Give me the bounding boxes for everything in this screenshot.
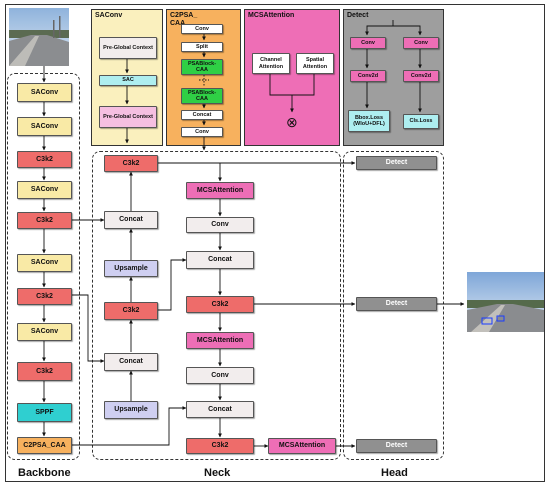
detect-conv2d-left: Conv2d <box>350 70 386 82</box>
neck-upsample-2: Upsample <box>104 401 158 419</box>
mcs-panel-title: MCSAttention <box>248 12 295 19</box>
backbone-c3k2-3: C3k2 <box>17 288 72 305</box>
multiply-icon: ⊗ <box>286 114 298 130</box>
neck-c3k2-top: C3k2 <box>104 155 158 172</box>
neck-c3k2-mid: C3k2 <box>186 296 254 313</box>
neck-conv-1: Conv <box>186 217 254 233</box>
saconv-detail-panel: SAConv Pre-Global Context SAC Pre-Global… <box>91 9 163 146</box>
backbone-saconv-2: SAConv <box>17 117 72 136</box>
input-road-image <box>9 8 69 66</box>
mcsattention-detail-panel: MCSAttention Channel Attention Spatial A… <box>244 9 340 146</box>
backbone-c3k2-1: C3k2 <box>17 151 72 168</box>
neck-concat-left-1: Concat <box>104 211 158 229</box>
backbone-saconv-5: SAConv <box>17 323 72 341</box>
pre-global-context-2: Pre-Global Context <box>99 106 157 128</box>
c2psa-conv-1: Conv <box>181 24 223 34</box>
psablock-caa-2: PSABlock-CAA <box>181 88 223 104</box>
backbone-saconv-4: SAConv <box>17 254 72 272</box>
figure-frame <box>5 4 545 482</box>
detect-detail-panel: Detect Conv Conv Conv2d Conv2d Bbox.Loss… <box>343 9 444 146</box>
backbone-dashed-region <box>7 73 80 460</box>
neck-concat-right-1: Concat <box>186 251 254 269</box>
detect-conv-left: Conv <box>350 37 386 49</box>
neck-upsample-1: Upsample <box>104 260 158 277</box>
neck-concat-left-2: Concat <box>104 353 158 371</box>
backbone-label: Backbone <box>18 467 71 479</box>
neck-conv-2: Conv <box>186 367 254 384</box>
detect-panel-title: Detect <box>347 12 369 19</box>
channel-attention: Channel Attention <box>252 53 290 74</box>
detect-conv-right: Conv <box>403 37 439 49</box>
backbone-sppf: SPPF <box>17 403 72 422</box>
pre-global-context-1: Pre-Global Context <box>99 37 157 59</box>
neck-label: Neck <box>204 467 231 479</box>
c2psa-concat: Concat <box>181 110 223 120</box>
c2psa-conv-2: Conv <box>181 127 223 137</box>
cls-loss: Cls.Loss <box>403 114 439 129</box>
neck-mcsattention-2: MCSAttention <box>186 332 254 349</box>
spatial-attention: Spatial Attention <box>296 53 334 74</box>
head-detect-1: Detect <box>356 156 437 170</box>
c2psa-panel-title: C2PSA_ CAA <box>170 12 198 27</box>
neck-c3k2-bottom: C3k2 <box>186 438 254 454</box>
backbone-c2psa-caa: C2PSA_CAA <box>17 437 72 454</box>
head-label: Head <box>381 467 408 479</box>
c2psa-split: Split <box>181 42 223 52</box>
psablock-caa-1: PSABlock-CAA <box>181 59 223 75</box>
backbone-saconv-1: SAConv <box>17 83 72 102</box>
head-dashed-region <box>343 151 444 460</box>
saconv-panel-title: SAConv <box>95 12 123 19</box>
neck-dashed-region <box>92 151 341 460</box>
sac-block: SAC <box>99 75 157 86</box>
bbox-loss: Bbox.Loss (WIoU+DFL) <box>348 110 390 132</box>
output-detection-image <box>467 272 544 332</box>
detect-conv2d-right: Conv2d <box>403 70 439 82</box>
neck-concat-right-2: Concat <box>186 401 254 418</box>
neck-mcsattention-1: MCSAttention <box>186 182 254 199</box>
backbone-c3k2-2: C3k2 <box>17 212 72 229</box>
c2psa-caa-detail-panel: C2PSA_ CAA Conv Split PSABlock-CAA PSABl… <box>166 9 241 146</box>
neck-mcsattention-3: MCSAttention <box>268 438 336 454</box>
backbone-saconv-3: SAConv <box>17 181 72 199</box>
neck-c3k2-left: C3k2 <box>104 302 158 320</box>
head-detect-3: Detect <box>356 439 437 453</box>
head-detect-2: Detect <box>356 297 437 311</box>
backbone-c3k2-4: C3k2 <box>17 362 72 381</box>
